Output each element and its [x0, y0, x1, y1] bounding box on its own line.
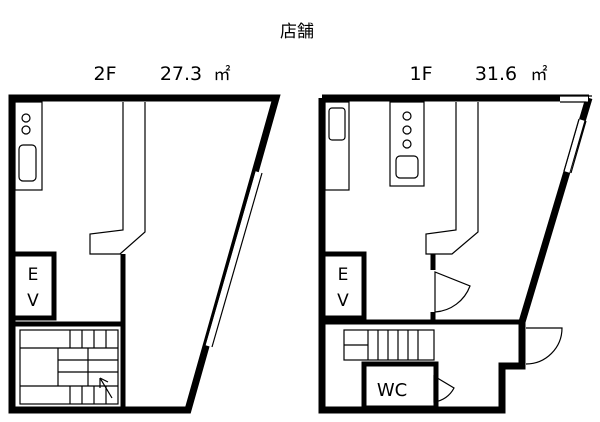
- wc-label: WC: [377, 380, 407, 401]
- plan-title: 店舗: [280, 22, 314, 42]
- stove-burner-icon: [21, 125, 31, 135]
- sink-icon: [395, 155, 419, 179]
- floor-area-unit-1f: ㎡: [531, 65, 548, 85]
- stairs-2f: [19, 329, 119, 405]
- entrance-door-icon: [525, 327, 563, 365]
- wc-door-icon: [433, 374, 455, 403]
- floor-plan-2f: 2F 27.3 ㎡ E V: [8, 63, 281, 414]
- elevator-label-bottom-1f: V: [337, 291, 349, 311]
- stove-burner-icon: [402, 125, 412, 135]
- kitchen-counter-1f: [324, 101, 350, 191]
- partition-1f: [425, 102, 479, 255]
- floor-label-1f: 1F: [409, 63, 432, 85]
- elevator-1f: [319, 251, 367, 321]
- window-2f: [205, 171, 261, 347]
- stair-arrow-icon: [99, 377, 113, 399]
- stove-burner-icon: [402, 111, 412, 121]
- window-1f: [564, 119, 585, 173]
- stove-burner-icon: [402, 139, 412, 149]
- floor-area-1f: 31.6: [475, 63, 517, 85]
- elevator-label-top-1f: E: [338, 265, 349, 285]
- sink-icon: [328, 107, 346, 141]
- wc-room: [361, 361, 439, 411]
- floor-plan-1f: 1F 31.6 ㎡ E V: [318, 63, 593, 414]
- sink-icon: [18, 144, 37, 182]
- floor-area-2f: 27.3: [160, 63, 202, 85]
- floor-area-unit-2f: ㎡: [214, 65, 231, 85]
- floor-label-2f: 2F: [93, 63, 116, 85]
- elevator-2f: [9, 251, 57, 321]
- outer-wall-1f: [318, 94, 589, 414]
- partition-2f: [89, 102, 146, 255]
- stove-burner-icon: [21, 113, 31, 123]
- kitchen-counter-2f: [14, 101, 43, 191]
- elevator-label-bottom-2f: V: [27, 291, 39, 311]
- stairs-1f: [343, 329, 435, 361]
- door-swing-icon: [434, 271, 471, 313]
- elevator-label-top-2f: E: [28, 265, 39, 285]
- kitchen-island-1f: [389, 101, 425, 187]
